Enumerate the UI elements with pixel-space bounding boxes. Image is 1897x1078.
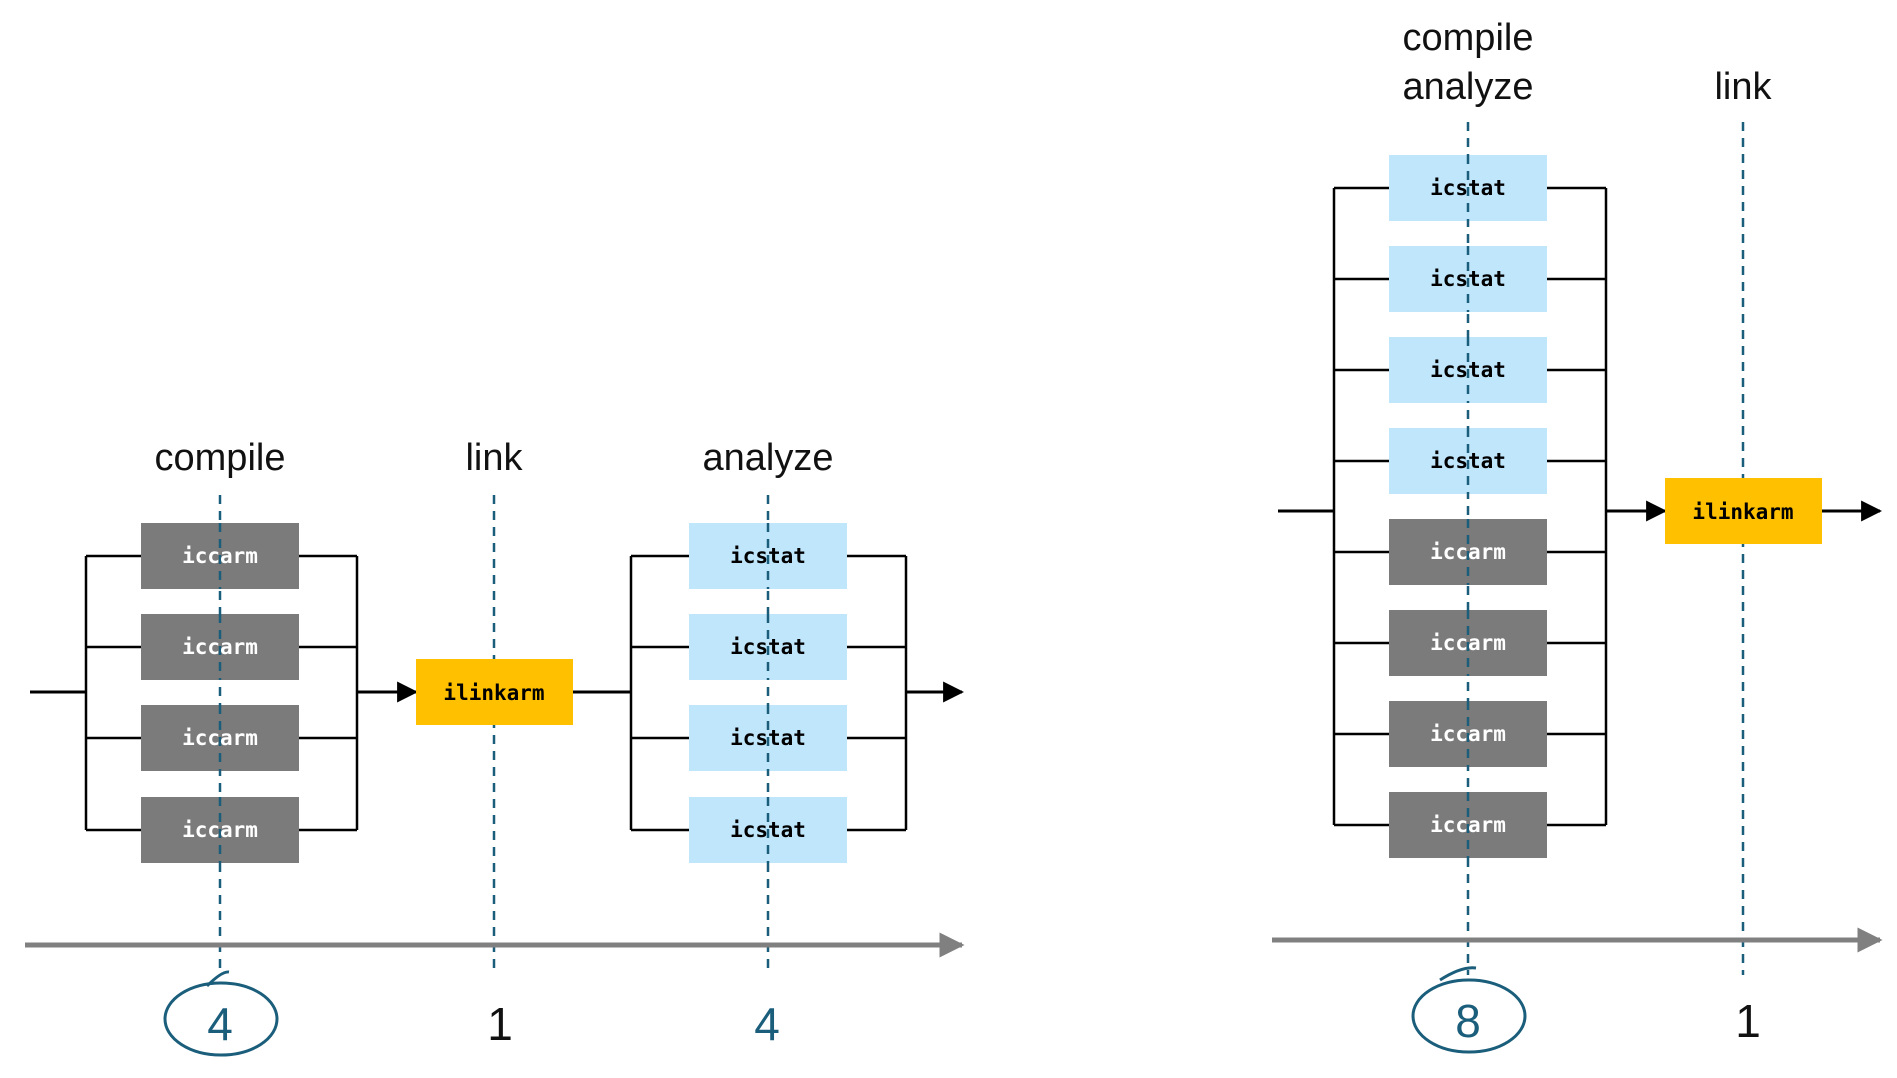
analyze-box-label: icstat <box>1430 358 1506 382</box>
count-link: 1 <box>487 998 513 1050</box>
compile-box-label: iccarm <box>182 635 258 659</box>
compile-box: iccarm <box>141 614 299 680</box>
compile-box: iccarm <box>1389 610 1547 676</box>
analyze-box-label: icstat <box>1430 176 1506 200</box>
compile-box-label: iccarm <box>182 726 258 750</box>
compile-box: iccarm <box>141 705 299 771</box>
compile-branches <box>86 554 357 832</box>
count-compile-analyze: 8 <box>1455 995 1481 1047</box>
analyze-box: icstat <box>1389 155 1547 221</box>
stage-label-compile: compile <box>1403 17 1534 59</box>
analyze-box-label: icstat <box>730 726 806 750</box>
stage-label-compile: compile <box>155 437 286 479</box>
stage-label-link: link <box>465 437 523 479</box>
compile-box-label: iccarm <box>1430 722 1506 746</box>
link-box: ilinkarm <box>416 659 573 725</box>
compile-box: iccarm <box>1389 519 1547 585</box>
circle-highlight <box>163 981 279 1057</box>
stage-label-analyze: analyze <box>1403 66 1534 108</box>
circle-highlight <box>1411 978 1527 1054</box>
compile-box: iccarm <box>141 797 299 863</box>
analyze-box: icstat <box>1389 246 1547 312</box>
analyze-box-label: icstat <box>730 544 806 568</box>
analyze-box-label: icstat <box>730 818 806 842</box>
circle-highlight-tail <box>1439 966 1477 982</box>
analyze-box-label: icstat <box>730 635 806 659</box>
compile-box: iccarm <box>141 523 299 589</box>
analyze-box-label: icstat <box>1430 449 1506 473</box>
compile-box-label: iccarm <box>1430 631 1506 655</box>
analyze-box: icstat <box>1389 337 1547 403</box>
stage-label-link: link <box>1714 66 1772 108</box>
link-box-label: ilinkarm <box>443 681 544 705</box>
right-pipeline: compile analyze link icstat <box>1272 17 1883 1054</box>
analyze-box: icstat <box>689 705 847 771</box>
compile-box-label: iccarm <box>182 544 258 568</box>
compile-box: iccarm <box>1389 701 1547 767</box>
count-compile: 4 <box>207 998 233 1050</box>
analyze-box: icstat <box>689 614 847 680</box>
compile-box-label: iccarm <box>182 818 258 842</box>
compile-box-label: iccarm <box>1430 540 1506 564</box>
analyze-box: icstat <box>689 523 847 589</box>
compile-box-label: iccarm <box>1430 813 1506 837</box>
link-box-label: ilinkarm <box>1692 500 1793 524</box>
stage-label-analyze: analyze <box>703 437 834 479</box>
analyze-box: icstat <box>1389 428 1547 494</box>
count-analyze: 4 <box>754 998 780 1050</box>
left-pipeline: compile link analyze iccarm iccarm <box>25 437 965 1057</box>
link-box: ilinkarm <box>1665 478 1822 544</box>
compile-box: iccarm <box>1389 792 1547 858</box>
circle-highlight-tail <box>205 970 230 988</box>
count-link: 1 <box>1735 995 1761 1047</box>
analyze-box: icstat <box>689 797 847 863</box>
analyze-box-label: icstat <box>1430 267 1506 291</box>
